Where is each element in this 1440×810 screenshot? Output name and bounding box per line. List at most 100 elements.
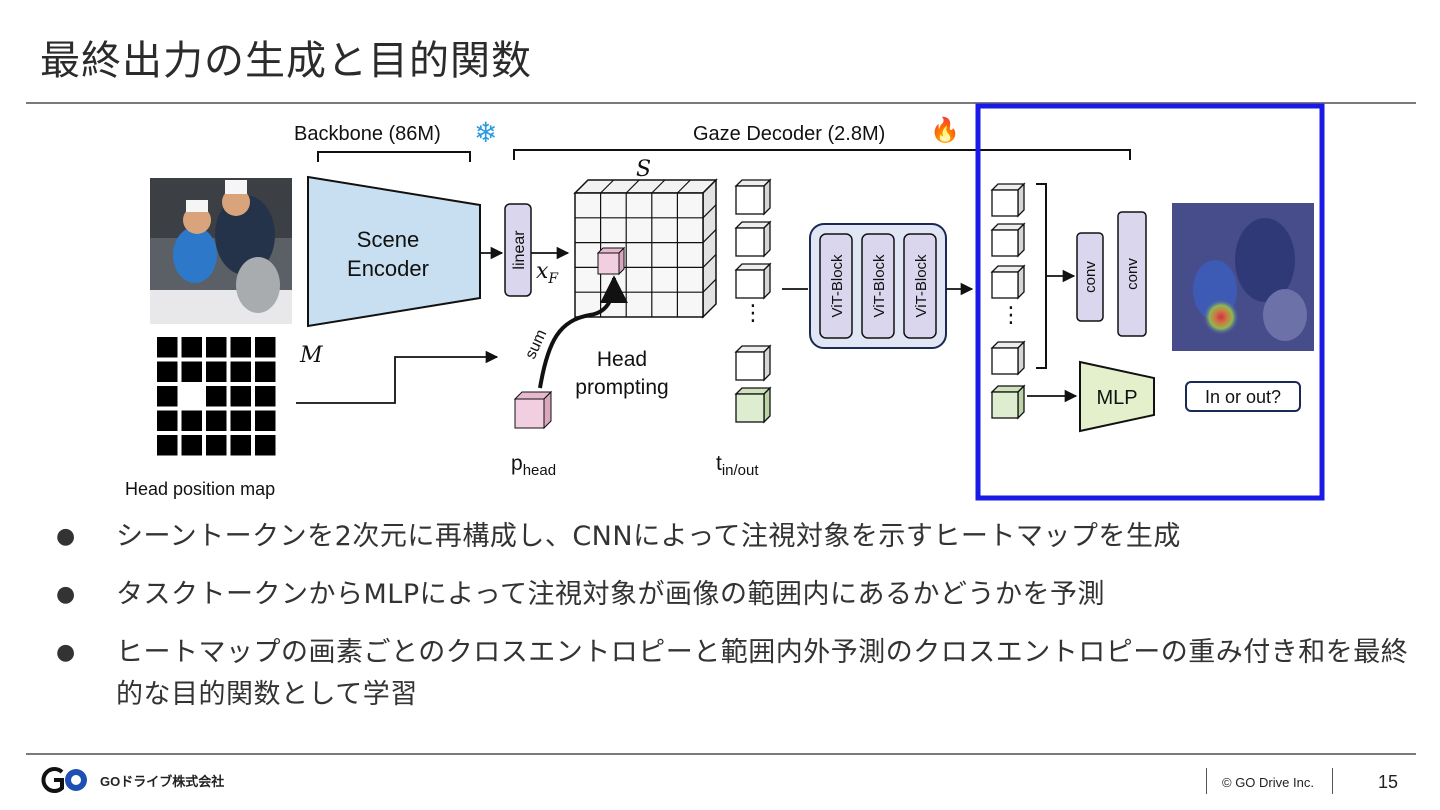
page-number: 15 [1378, 772, 1399, 792]
mask-cell [181, 386, 202, 407]
head-prompt-token [513, 390, 553, 430]
linear-block [504, 203, 532, 297]
mask-cell [157, 337, 178, 358]
bullet-item: ● タスクトークンからMLPによって注視対象が画像の範囲内にあるかどうかを予測 [56, 574, 1416, 616]
output-token-column [990, 182, 1026, 420]
conv-label-1: conv [1082, 261, 1099, 293]
mask-arrow [296, 350, 499, 404]
scene-encoder-line2: Encoder [347, 256, 429, 281]
scene-token [734, 220, 772, 258]
bullet-dot-icon: ● [56, 582, 76, 607]
slide-title: 最終出力の生成と目的関数 [40, 38, 532, 84]
mlp-block [1079, 360, 1155, 433]
xf-label: xF [536, 259, 559, 287]
bullet-text: シーントークンを2次元に再構成し、CNNによって注視対象を示すヒートマップを生成 [116, 521, 1181, 552]
output-heatmap-image [1172, 203, 1314, 351]
mask-cell [157, 435, 178, 456]
conv-block-1 [1076, 232, 1104, 322]
output-inout-token [990, 384, 1026, 420]
mask-cell [206, 337, 227, 358]
bullet-dot-icon: ● [56, 524, 76, 549]
head-prompting-line1: Head [597, 348, 647, 371]
in-or-out-label: In or out? [1205, 387, 1281, 407]
mask-cell [255, 337, 276, 358]
decoder-bracket [513, 149, 1131, 160]
head-token-on-grid [596, 246, 626, 276]
head-position-map [157, 337, 276, 456]
head-position-map-label: Head position map [125, 479, 275, 499]
mask-cell [157, 361, 178, 382]
fire-icon: 🔥 [930, 116, 960, 144]
go-logo-icon [41, 767, 87, 793]
head-prompting-line2: prompting [575, 376, 668, 399]
token-column [734, 178, 772, 424]
output-scene-token [990, 264, 1026, 300]
m-label: M [299, 343, 323, 368]
vit-block-label: ViT-Block [871, 254, 888, 318]
scene-token [734, 344, 772, 382]
footer-divider [26, 753, 1416, 755]
output-scene-token [990, 340, 1026, 376]
inout-token [734, 386, 772, 424]
sum-arrow [538, 275, 628, 389]
mask-cell [206, 410, 227, 431]
bullet-dot-icon: ● [56, 640, 76, 665]
mask-cell [230, 410, 251, 431]
footer-company: GOドライブ株式会社 [100, 773, 225, 789]
conv-label-2: conv [1124, 258, 1141, 290]
mask-cell [157, 410, 178, 431]
architecture-diagram: Backbone (86M) ❄ Gaze Decoder (2.8M) 🔥 H… [125, 103, 1325, 501]
vit-block-label: ViT-Block [829, 254, 846, 318]
footer-copyright: © GO Drive Inc. [1222, 775, 1314, 790]
phead-label: phead [511, 452, 556, 479]
scene-encoder-block [307, 175, 481, 328]
linear-label: linear [511, 230, 528, 270]
tinout-label: tin/out [716, 452, 759, 479]
mask-cell [255, 410, 276, 431]
mask-cell [157, 386, 178, 407]
vit-block-label: ViT-Block [913, 254, 930, 318]
footer-separator [1206, 768, 1207, 794]
scene-token [734, 178, 772, 216]
mask-cell [181, 337, 202, 358]
feature-grid-s [573, 178, 718, 319]
mask-cell [181, 435, 202, 456]
mask-cell [255, 435, 276, 456]
mask-cell [255, 361, 276, 382]
decoder-label: Gaze Decoder (2.8M) [693, 123, 885, 145]
snowflake-icon: ❄ [474, 116, 497, 149]
mask-cell [230, 435, 251, 456]
in-or-out-box [1185, 381, 1301, 412]
mlp-label: MLP [1096, 387, 1137, 409]
title-divider [26, 102, 1416, 104]
vit-block [819, 233, 853, 339]
vit-block [861, 233, 895, 339]
mask-cell [181, 410, 202, 431]
bullet-item: ● シーントークンを2次元に再構成し、CNNによって注視対象を示すヒートマップを生… [56, 516, 1416, 558]
mask-cell [206, 361, 227, 382]
input-scene-image [150, 178, 292, 324]
output-scene-token [990, 222, 1026, 258]
mask-cell [230, 361, 251, 382]
vit-block [903, 233, 937, 339]
mask-cell [230, 337, 251, 358]
mask-cell [206, 386, 227, 407]
bullet-text: タスクトークンからMLPによって注視対象が画像の範囲内にあるかどうかを予測 [116, 579, 1105, 610]
output-token-ellipsis: ⋮ [1000, 303, 1022, 328]
token-ellipsis: ⋮ [742, 301, 764, 326]
footer-separator [1332, 768, 1333, 794]
backbone-bracket [317, 151, 471, 162]
footer-logo: GOドライブ株式会社 [40, 766, 224, 794]
highlight-box [975, 103, 1325, 501]
scene-encoder-line1: Scene [357, 227, 419, 252]
mask-cell [255, 386, 276, 407]
output-scene-token [990, 182, 1026, 218]
conv-block-2 [1117, 211, 1147, 337]
token-bracket [1036, 183, 1047, 369]
bullet-text: ヒートマップの画素ごとのクロスエントロピーと範囲内外予測のクロスエントロピーの重… [116, 637, 1409, 710]
scene-token [734, 262, 772, 300]
mask-cell [230, 386, 251, 407]
backbone-label: Backbone (86M) [294, 123, 441, 145]
bullet-list: ● シーントークンを2次元に再構成し、CNNによって注視対象を示すヒートマップを生… [56, 516, 1416, 732]
bullet-item: ● ヒートマップの画素ごとのクロスエントロピーと範囲内外予測のクロスエントロピーの… [56, 632, 1416, 716]
